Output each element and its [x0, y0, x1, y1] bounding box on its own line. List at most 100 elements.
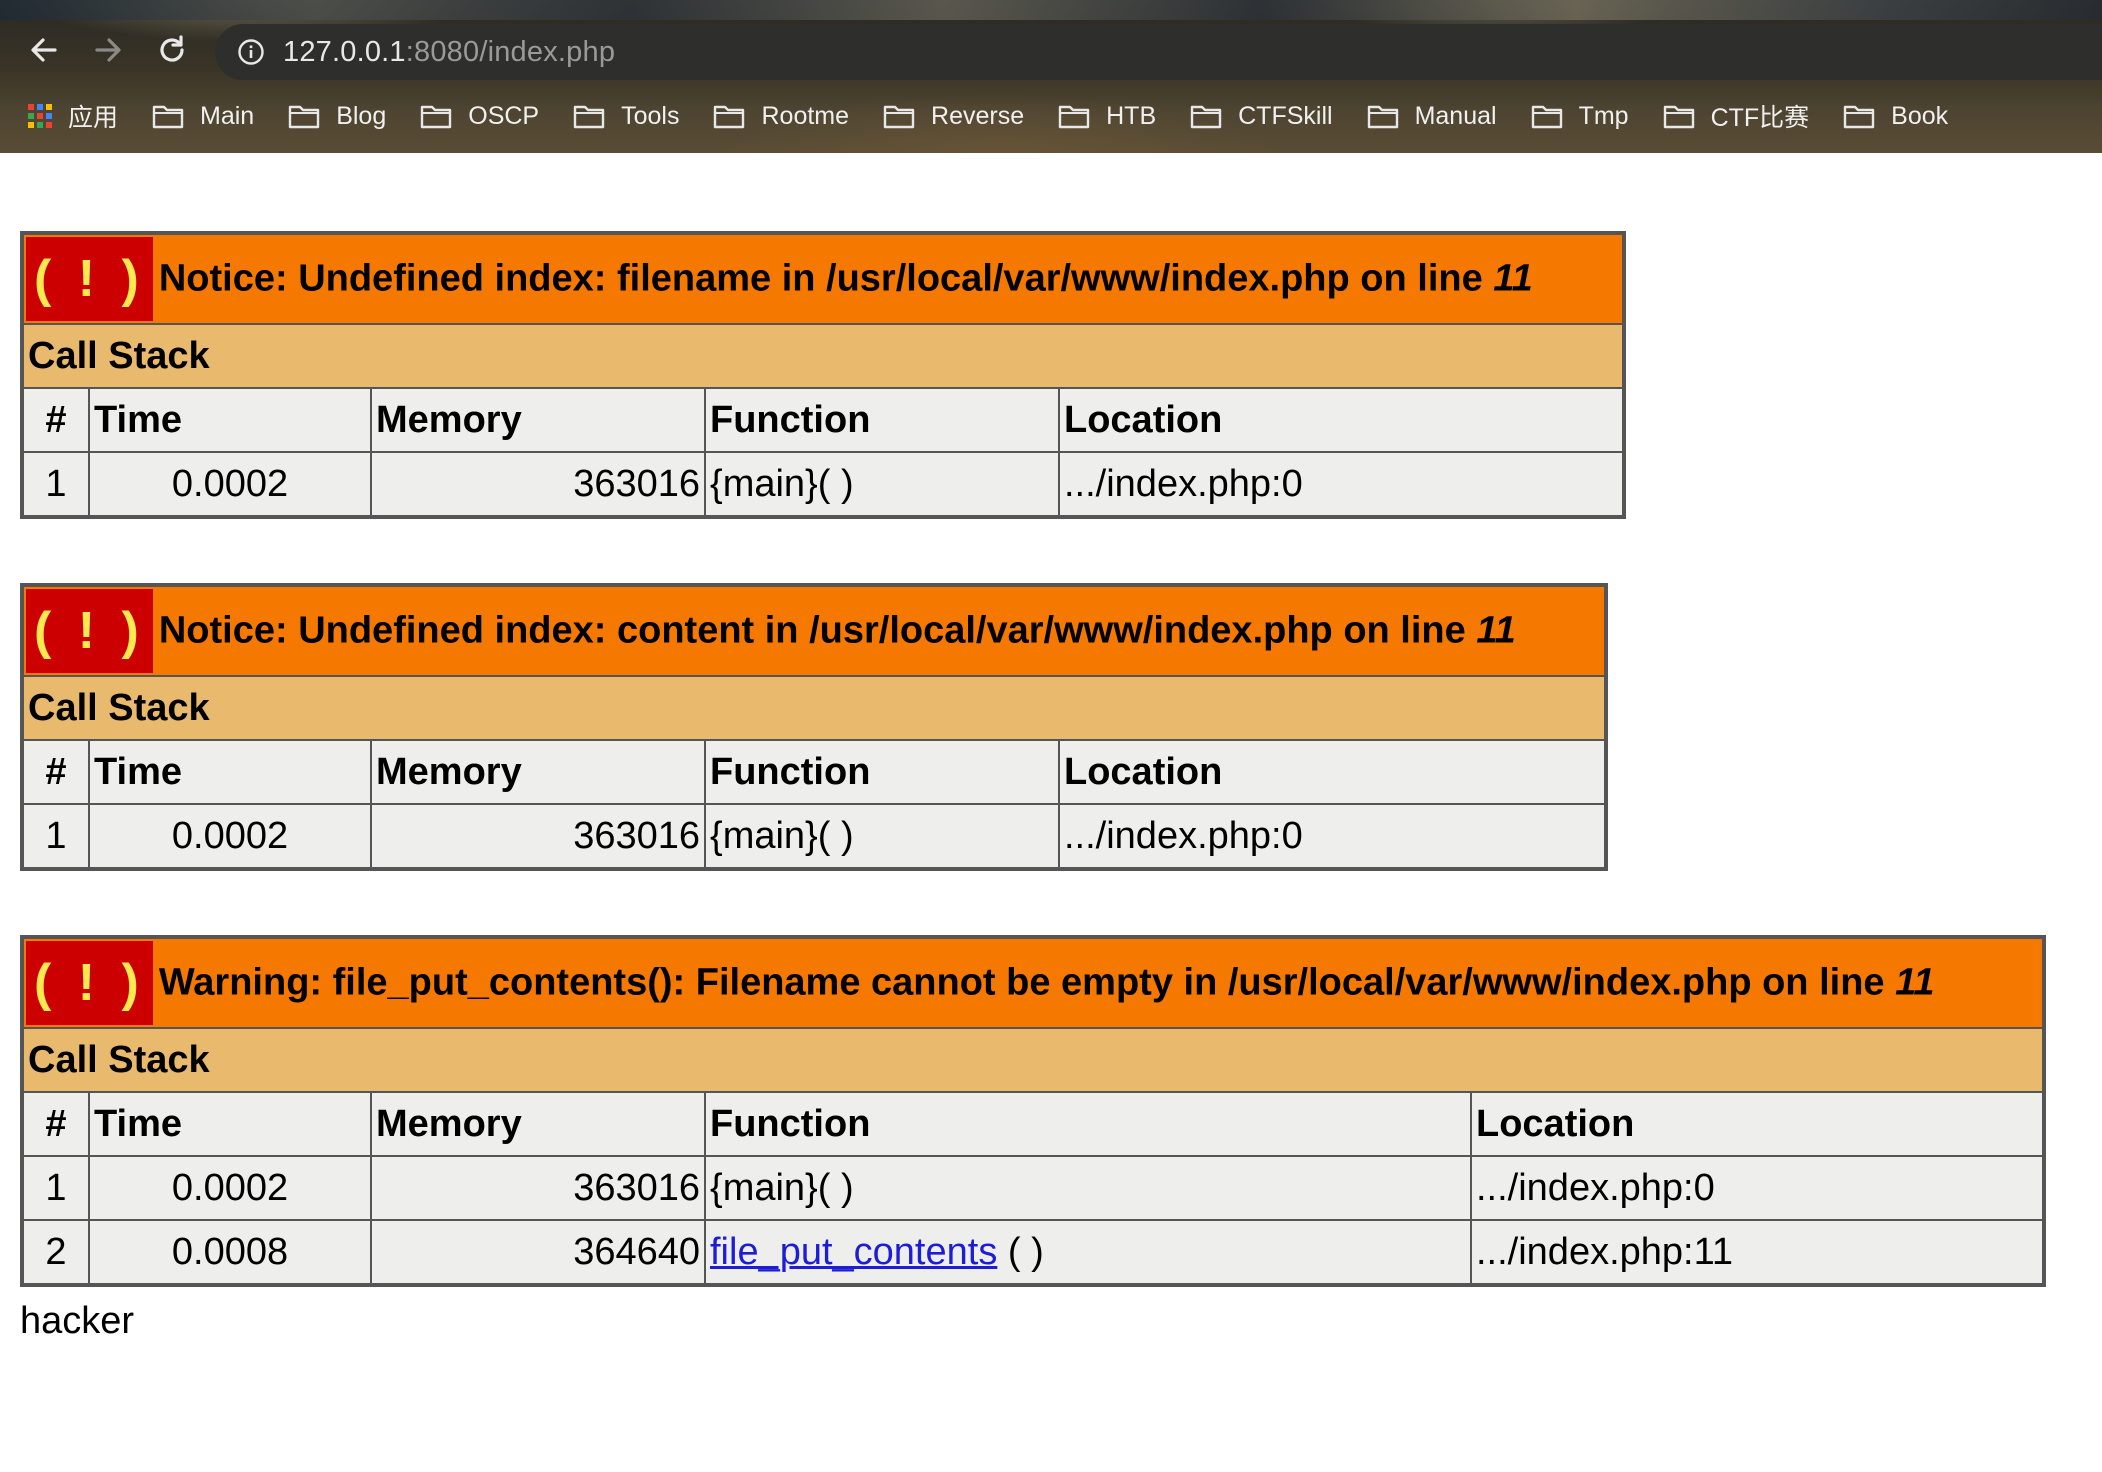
bookmark-folder-ctfskill[interactable]: CTFSkill — [1190, 101, 1333, 131]
stack-location: .../index.php:0 — [1059, 452, 1623, 516]
page-output-text: hacker — [20, 1300, 135, 1342]
col-header-number: # — [23, 1092, 89, 1156]
url-host: 127.0.0.1 — [283, 36, 406, 68]
php-doc-link[interactable]: file_put_contents — [710, 1230, 998, 1273]
bookmark-label: Reverse — [931, 101, 1025, 130]
error-message-text: Notice: Undefined index: content in /usr… — [158, 609, 1477, 652]
col-header-location: Location — [1059, 740, 1605, 804]
col-header-number: # — [23, 740, 89, 804]
col-header-memory: Memory — [371, 740, 705, 804]
bookmark-folder-blog[interactable]: Blog — [288, 102, 386, 131]
xdebug-error-table: ( ! )Notice: Undefined index: content in… — [20, 583, 1608, 871]
bookmark-folder-main[interactable]: Main — [152, 102, 254, 131]
col-header-function: Function — [705, 1092, 1471, 1156]
col-header-memory: Memory — [371, 1092, 705, 1156]
error-message-text: Warning: file_put_contents(): Filename c… — [158, 961, 1896, 1004]
bookmark-label: 应用 — [68, 104, 119, 132]
back-button[interactable] — [24, 30, 64, 70]
stack-location: .../index.php:11 — [1471, 1220, 2043, 1284]
stack-function: {main}( ) — [705, 452, 1059, 516]
bookmark-label: Tools — [621, 101, 680, 130]
col-header-time: Time — [89, 388, 371, 452]
bookmark-folder-ctf-contest[interactable]: CTF比赛 — [1663, 98, 1810, 134]
error-line-number: 11 — [1895, 961, 1935, 1004]
stack-row: 1 0.0002 363016 {main}( ) .../index.php:… — [23, 452, 1623, 516]
xdebug-error-table: ( ! )Warning: file_put_contents(): Filen… — [20, 935, 2046, 1287]
bookmark-label: Main — [200, 101, 255, 130]
stack-row: 1 0.0002 363016 {main}( ) .../index.php:… — [23, 804, 1605, 868]
forward-button[interactable] — [88, 30, 128, 70]
stack-location: .../index.php:0 — [1471, 1156, 2043, 1220]
bookmark-folder-tools[interactable]: Tools — [573, 102, 679, 131]
stack-number: 1 — [23, 452, 89, 516]
stack-memory: 364640 — [371, 1220, 705, 1284]
xdebug-error-table: ( ! )Notice: Undefined index: filename i… — [20, 231, 1626, 519]
bookmark-folder-rootme[interactable]: Rootme — [713, 102, 849, 131]
url-text[interactable]: 127.0.0.1:8080/index.php — [283, 36, 615, 69]
bookmark-label: Rootme — [761, 101, 850, 130]
bookmark-folder-manual[interactable]: Manual — [1367, 102, 1497, 131]
folder-icon — [1058, 105, 1090, 129]
stack-row: 2 0.0008 364640 file_put_contents ( ) ..… — [23, 1220, 2043, 1284]
bookmark-label: Manual — [1414, 101, 1497, 130]
bookmark-apps[interactable]: 应用 — [28, 98, 118, 134]
call-stack-label: Call Stack — [23, 676, 1605, 740]
stack-number: 1 — [23, 804, 89, 868]
error-icon: ( ! ) — [26, 237, 153, 321]
stack-time: 0.0008 — [89, 1220, 371, 1284]
bookmark-label: CTFSkill — [1238, 101, 1333, 130]
error-icon: ( ! ) — [26, 941, 153, 1025]
folder-icon — [883, 105, 915, 129]
error-icon: ( ! ) — [26, 589, 153, 673]
folder-icon — [421, 105, 452, 129]
stack-memory: 363016 — [371, 804, 705, 868]
bookmark-label: CTF比赛 — [1710, 104, 1810, 132]
col-header-memory: Memory — [371, 388, 705, 452]
col-header-function: Function — [705, 388, 1059, 452]
forward-arrow-icon — [95, 38, 121, 62]
col-header-function: Function — [705, 740, 1059, 804]
stack-time: 0.0002 — [89, 452, 371, 516]
site-info-icon[interactable] — [237, 38, 265, 66]
url-path: :8080/index.php — [405, 36, 616, 68]
bookmark-label: Tmp — [1578, 101, 1629, 130]
folder-icon — [573, 105, 605, 129]
bookmark-folder-htb[interactable]: HTB — [1058, 102, 1156, 131]
folder-icon — [1843, 105, 1875, 129]
address-bar[interactable]: 127.0.0.1:8080/index.php — [215, 24, 2102, 80]
error-line-number: 11 — [1476, 609, 1516, 652]
col-header-time: Time — [89, 740, 371, 804]
folder-icon — [1531, 105, 1562, 129]
browser-toolbar: 127.0.0.1:8080/index.php 应用 Main Blog OS… — [0, 0, 2102, 153]
bookmark-folder-tmp[interactable]: Tmp — [1531, 102, 1629, 131]
reload-button[interactable] — [152, 30, 192, 70]
stack-function: {main}( ) — [705, 1156, 1471, 1220]
bookmark-label: HTB — [1106, 101, 1157, 130]
function-parens: ( ) — [997, 1230, 1044, 1273]
error-message: Notice: Undefined index: filename in /us… — [159, 258, 1533, 300]
col-header-location: Location — [1471, 1092, 2043, 1156]
bookmark-folder-reverse[interactable]: Reverse — [883, 102, 1024, 131]
stack-number: 1 — [23, 1156, 89, 1220]
reload-icon — [160, 35, 184, 62]
bookmark-folder-book[interactable]: Book — [1843, 102, 1948, 131]
folder-icon — [289, 105, 320, 129]
error-message: Notice: Undefined index: content in /usr… — [159, 610, 1516, 652]
back-arrow-icon — [31, 38, 57, 62]
col-header-time: Time — [89, 1092, 371, 1156]
error-message: Warning: file_put_contents(): Filename c… — [159, 962, 1935, 1004]
col-header-location: Location — [1059, 388, 1623, 452]
folder-icon — [1190, 105, 1222, 129]
call-stack-label: Call Stack — [23, 324, 1623, 388]
tab-strip-background — [0, 0, 2102, 20]
stack-number: 2 — [23, 1220, 89, 1284]
apps-grid-icon — [28, 104, 52, 128]
bookmark-label: OSCP — [468, 101, 540, 130]
bookmark-folder-oscp[interactable]: OSCP — [420, 102, 539, 131]
stack-memory: 363016 — [371, 1156, 705, 1220]
stack-memory: 363016 — [371, 452, 705, 516]
bookmark-label: Blog — [336, 101, 387, 130]
stack-time: 0.0002 — [89, 804, 371, 868]
error-header: ( ! )Notice: Undefined index: content in… — [23, 586, 1605, 676]
stack-location: .../index.php:0 — [1059, 804, 1605, 868]
